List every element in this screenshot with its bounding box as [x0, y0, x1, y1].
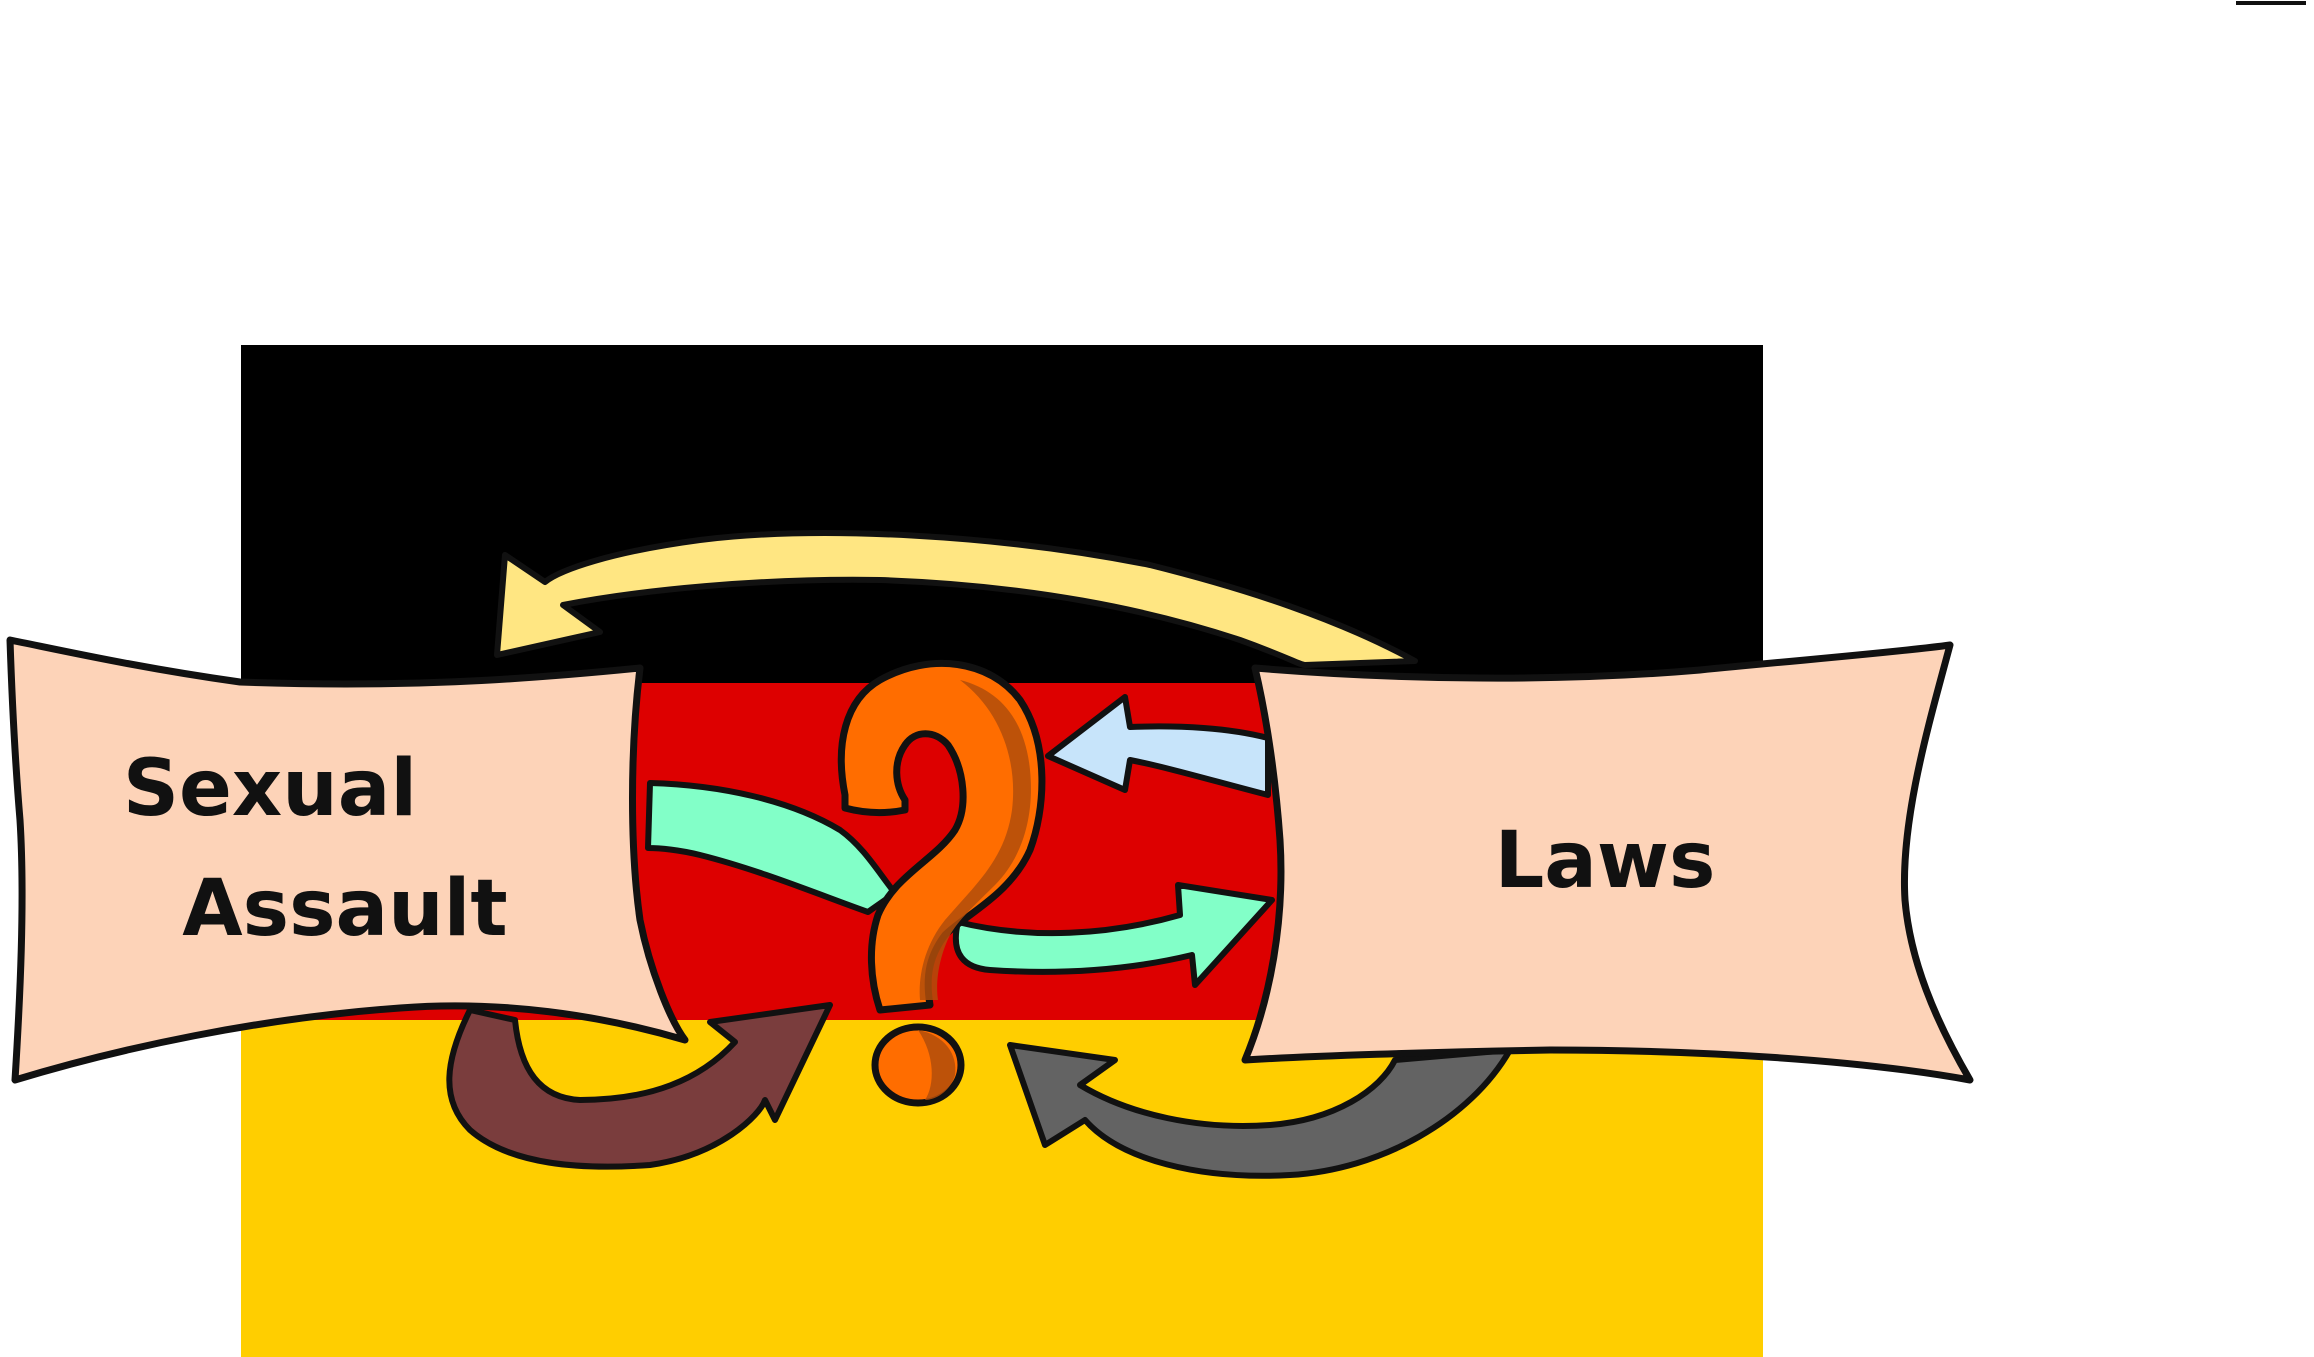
question-mark-icon: [837, 659, 1046, 1107]
panel-left-label-line2: Assault: [182, 864, 507, 954]
panel-right-label: Laws: [1495, 816, 1716, 906]
flag-stripe-black: [241, 345, 1763, 683]
panel-laws: Laws: [1241, 641, 1974, 1084]
question-mark-dot-shade: [918, 1030, 956, 1100]
arrow-mint-right: [952, 882, 1275, 988]
panel-sexual-assault: Sexual Assault: [6, 636, 689, 1084]
question-mark-hook: [837, 659, 1046, 1014]
question-mark-shade: [919, 680, 1031, 1000]
arrow-brown: [446, 1002, 833, 1170]
panel-left-label-line1: Sexual: [123, 744, 417, 834]
arrow-top-yellow: [494, 530, 1418, 668]
panel-left-shape: [6, 636, 689, 1084]
arrow-gray: [1007, 1042, 1513, 1179]
panel-right-shape: [1241, 641, 1974, 1084]
arrow-light-blue: [1045, 694, 1271, 798]
